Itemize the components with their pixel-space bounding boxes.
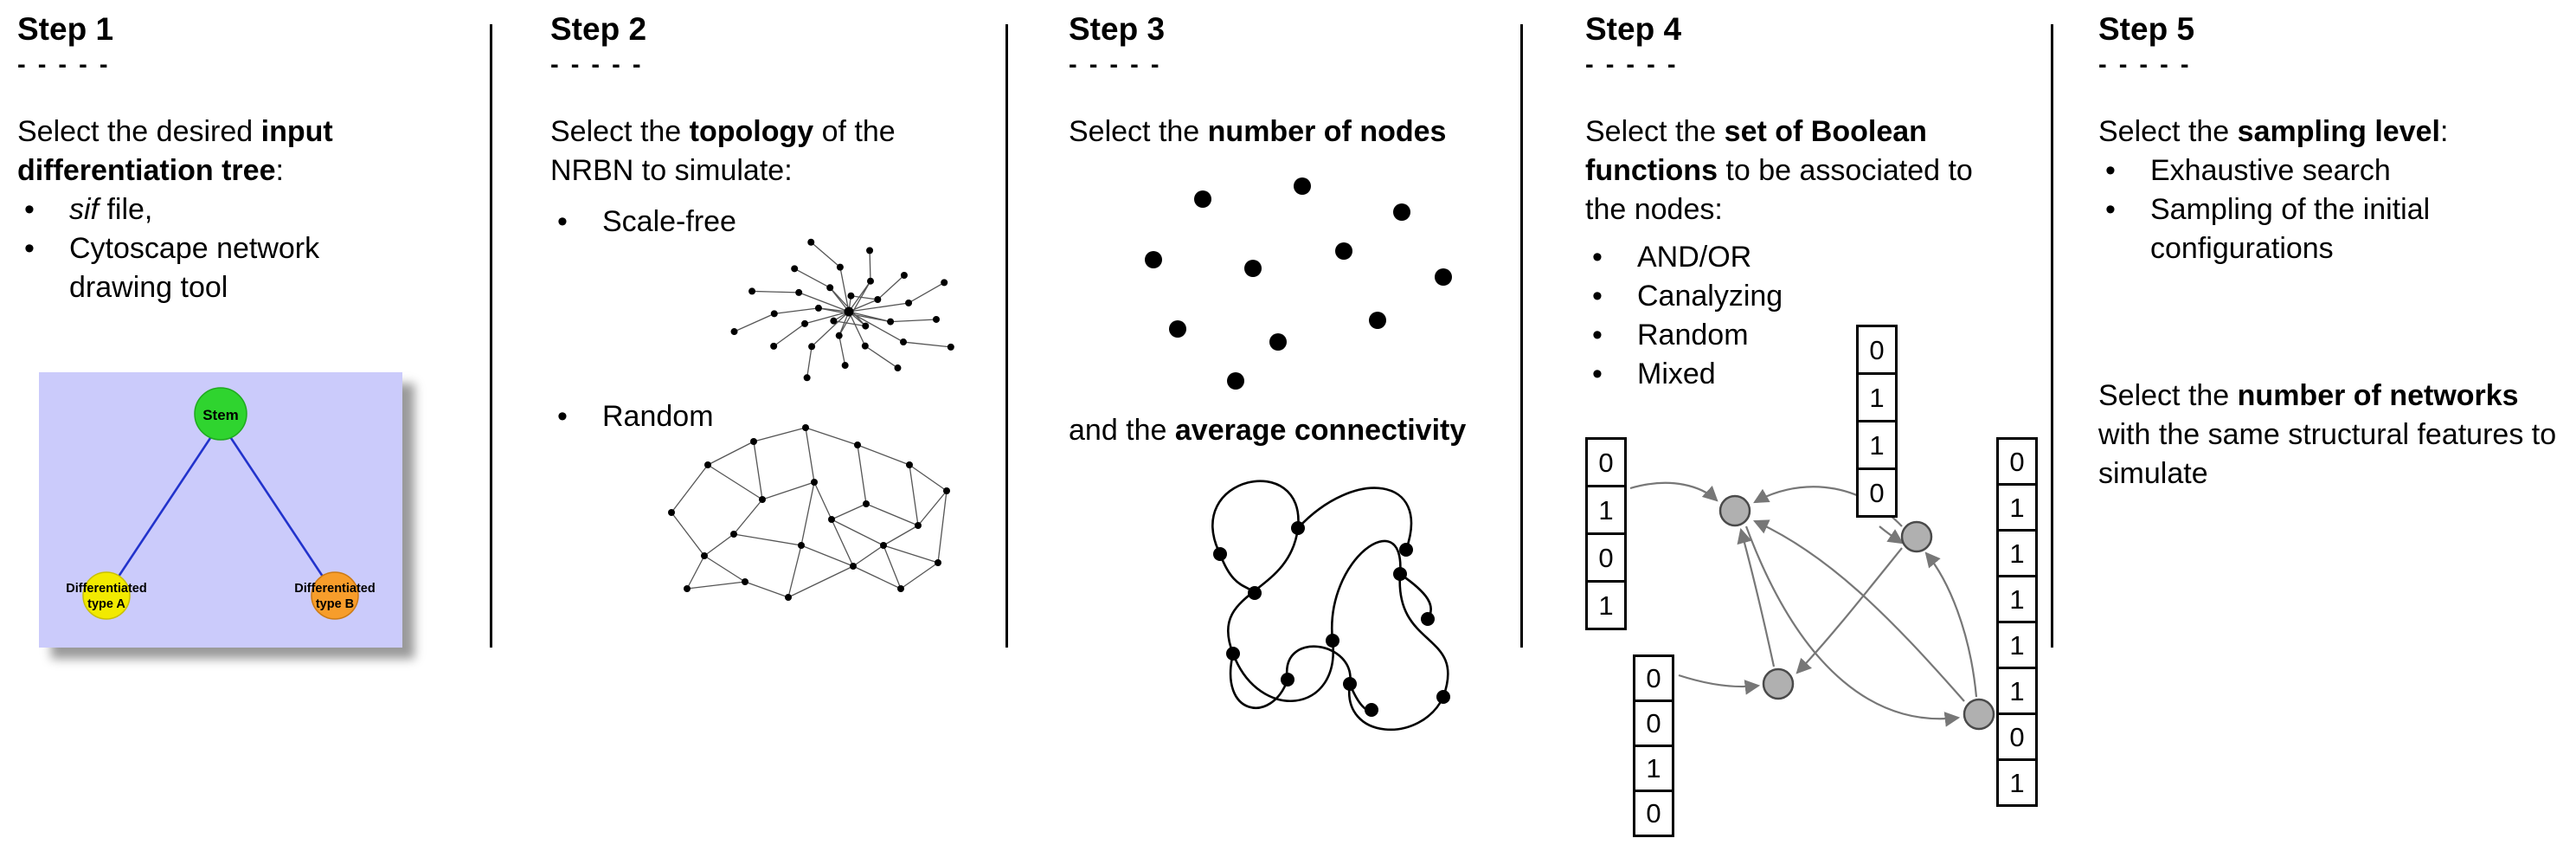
step-2-dashes: - - - - - <box>550 50 644 79</box>
differentiated-type-a-node <box>82 571 131 620</box>
step-3-column: Step 3 - - - - - Select the number of no… <box>1069 0 1510 732</box>
truth-table-right: 0 1 1 1 1 1 0 1 <box>1996 437 2038 807</box>
differentiated-type-b-node <box>311 571 359 620</box>
step-1-dashes: - - - - - <box>17 50 111 79</box>
step-1-bullet-cytoscape-text: Cytoscape network drawing tool <box>69 231 320 304</box>
step-4-intro: Select the set of Boolean functions to b… <box>1585 114 1973 226</box>
step-2-column: Step 2 - - - - - Select the topology of … <box>550 0 957 601</box>
stem-node <box>194 387 247 441</box>
step-2-bullet-scale-free: Scale-free <box>550 203 957 242</box>
step-5-column: Step 5 - - - - - Select the sampling lev… <box>2098 0 2557 493</box>
step-2-bullet-scale-free-text: Scale-free <box>602 204 736 238</box>
boolean-node-4 <box>1963 698 1995 731</box>
step-5-intro: Select the sampling level: <box>2098 114 2449 148</box>
boolean-node-3 <box>1762 667 1795 700</box>
step-2-bullet-random: Random <box>550 397 957 436</box>
truth-table-cell: 0 <box>1856 325 1898 375</box>
column-divider-1 <box>490 24 492 648</box>
truth-table-cell: 1 <box>1585 580 1627 630</box>
truth-table-cell: 0 <box>1996 712 2038 761</box>
stem-node-label: Stem <box>202 407 239 423</box>
truth-table-cell: 1 <box>1996 575 2038 623</box>
truth-table-cell: 1 <box>1633 745 1674 792</box>
tree-edges <box>106 422 335 593</box>
step-5-dashes: - - - - - <box>2098 50 2192 79</box>
truth-table-cell: 1 <box>1996 667 2038 715</box>
truth-table-cell: 0 <box>1585 437 1627 487</box>
step-3-connectivity-text: and the average connectivity <box>1069 413 1467 447</box>
step-3-title: Step 3 <box>1069 11 1166 47</box>
truth-table-cell: 0 <box>1633 654 1674 702</box>
step-4-column: Step 4 - - - - - Select the set of Boole… <box>1585 0 2038 837</box>
step-3-intro: Select the number of nodes <box>1069 114 1447 148</box>
step-1-bullet-cytoscape: Cytoscape network drawing tool <box>17 229 398 307</box>
step-4-title: Step 4 <box>1585 11 1682 47</box>
truth-table-left: 0 1 0 1 <box>1585 437 1627 630</box>
truth-table-cell: 1 <box>1856 372 1898 422</box>
step-4-bullet-random: Random <box>1585 316 2018 355</box>
type-a-label-line2: type A <box>87 597 125 611</box>
step-2-bullet-random-text: Random <box>602 399 714 433</box>
random-network-illustration <box>668 424 950 601</box>
truth-table-cell: 0 <box>1856 467 1898 518</box>
column-divider-4 <box>2051 24 2053 648</box>
truth-table-top-middle: 0 1 1 0 <box>1856 325 1898 518</box>
step-1-title: Step 1 <box>17 11 114 47</box>
scattered-nodes-illustration <box>1145 177 1452 390</box>
step-5-bullet-sampling: Sampling of the initial configurations <box>2098 190 2557 268</box>
truth-table-cell: 1 <box>1996 758 2038 807</box>
step-5-bullet-exhaustive: Exhaustive search <box>2098 152 2557 190</box>
boolean-node-2 <box>1900 520 1933 553</box>
column-divider-2 <box>1005 24 1008 648</box>
boolean-network-graph <box>1629 481 1995 731</box>
truth-table-cell: 1 <box>1996 621 2038 669</box>
type-b-label-line1: Differentiated <box>294 582 375 596</box>
step-5-networks-text: Select the number of networks with the s… <box>2098 378 2557 490</box>
step-4-bullet-mixed: Mixed <box>1585 355 2018 394</box>
truth-table-cell: 1 <box>1856 420 1898 470</box>
step-4-bullet-canalyzing: Canalyzing <box>1585 277 2018 316</box>
type-b-label-line2: type B <box>316 597 354 611</box>
truth-table-cell: 0 <box>1633 790 1674 837</box>
tangled-connectivity-illustration <box>1211 480 1450 732</box>
step-4-bullet-and-or: AND/OR <box>1585 238 2018 277</box>
step-1-bullet-sif-text: sif file, <box>69 192 153 226</box>
step-3-dashes: - - - - - <box>1069 50 1162 79</box>
boolean-network-nodes <box>1718 494 1995 731</box>
truth-table-cell: 1 <box>1996 483 2038 532</box>
truth-table-cell: 0 <box>1633 699 1674 747</box>
differentiation-tree-image: Stem Differentiated type A Differentiate… <box>39 372 402 648</box>
truth-table-cell: 1 <box>1996 529 2038 577</box>
truth-table-cell: 1 <box>1585 485 1627 535</box>
boolean-node-1 <box>1718 494 1751 527</box>
truth-table-bottom-left: 0 0 1 0 <box>1633 654 1674 837</box>
scale-free-network-illustration <box>730 238 954 382</box>
truth-table-cell: 0 <box>1585 532 1627 583</box>
step-5-title: Step 5 <box>2098 11 2195 47</box>
column-divider-3 <box>1520 24 1523 648</box>
boolean-network-arrows <box>1629 481 1978 727</box>
step-1-intro: Select the desired input differentiation… <box>17 114 333 187</box>
step-2-intro: Select the topology of the NRBN to simul… <box>550 114 896 187</box>
type-a-label-line1: Differentiated <box>66 582 146 596</box>
step-4-dashes: - - - - - <box>1585 50 1679 79</box>
truth-table-cell: 0 <box>1996 437 2038 486</box>
step-2-title: Step 2 <box>550 11 647 47</box>
step-1-column: Step 1 - - - - - Select the desired inpu… <box>17 0 402 648</box>
step-1-bullet-sif-file: sif file, <box>17 190 398 229</box>
